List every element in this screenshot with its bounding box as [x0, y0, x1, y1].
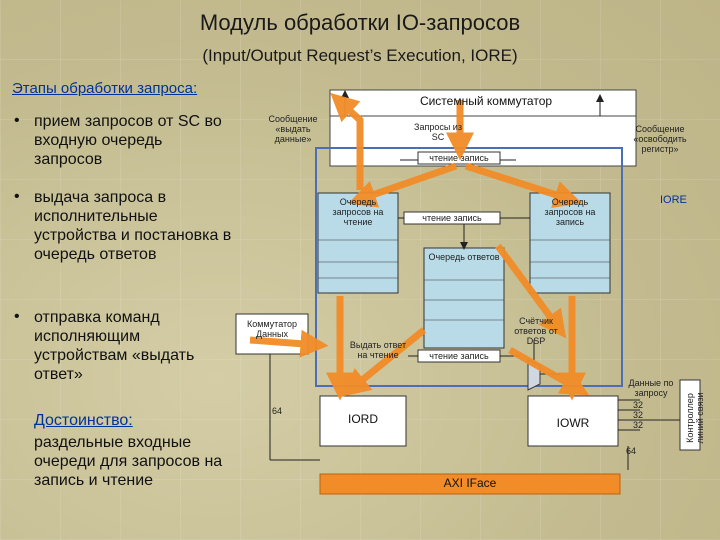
- read-queue-label: Очередь запросов на чтение: [332, 197, 384, 227]
- bullet-marker-1: •: [14, 112, 20, 129]
- answer-queue-box: [423, 247, 505, 349]
- read-queue-box: [317, 192, 399, 294]
- msg-free-register-label: Сообщение «освободить регистр»: [633, 124, 687, 154]
- iore-label: IORE: [660, 194, 687, 206]
- data-to-request-label: Данные по запросу: [628, 378, 674, 398]
- link-controller-box: [679, 379, 701, 451]
- arrow-answer-to-iord: [341, 327, 427, 397]
- arrow-answer-to-counter: [495, 243, 567, 339]
- bullet-marker-2: •: [14, 188, 20, 205]
- iowr-label: IOWR: [556, 416, 590, 430]
- arrow-to-write-queue: [464, 162, 582, 208]
- rw-top-label: чтение запись: [429, 153, 489, 163]
- arrow-to-read-queue: [348, 162, 458, 208]
- arrow-to-iowr-bottom: [508, 346, 590, 396]
- slide-subtitle: (Input/Output Request’s Execution, IORE): [202, 46, 518, 65]
- answer-queue-label: Очередь ответов: [428, 252, 500, 262]
- data-switch-label: Коммутатор Данных: [246, 319, 298, 339]
- bus-32-a: 32: [632, 400, 643, 410]
- bullet-text-1: прием запросов от SC во входную очередь …: [34, 113, 222, 168]
- bullet-marker-3: •: [14, 308, 20, 325]
- bullet-text-3: отправка команд исполняющим устройствам …: [34, 309, 195, 383]
- iowr-box: [527, 395, 619, 447]
- rw-mid-label: чтение запись: [422, 213, 482, 223]
- msg-give-data-label: Сообщение «выдать данные»: [268, 114, 318, 144]
- arrow-data-switch: [249, 329, 329, 358]
- rw-bot-label: чтение запись: [429, 351, 489, 361]
- system-switch-label: Системный коммутатор: [419, 94, 553, 108]
- advantage-text: раздельные входные очереди для запросов …: [34, 434, 223, 489]
- link-controller-label: Контроллер линий связи: [685, 392, 705, 444]
- advantage-heading: Достоинство:: [34, 412, 133, 429]
- bus-32-c: 32: [632, 420, 643, 430]
- arrow-give-data: [330, 92, 364, 190]
- bullet-text-2: выдача запроса в исполнительные устройст…: [34, 189, 232, 263]
- requests-from-sc-label: Запросы из SC: [414, 122, 462, 142]
- slide-title: Модуль обработки IO-запросов: [199, 10, 521, 35]
- iord-label: IORD: [348, 412, 378, 426]
- axi-bar: [319, 473, 621, 495]
- axi-label: AXI IFace: [443, 476, 497, 490]
- give-answer-label: Выдать ответ на чтение: [349, 340, 407, 360]
- bus-64-left: 64: [271, 406, 282, 416]
- bus-32-b: 32: [632, 410, 643, 420]
- dsp-counter-label: Счётчик ответов от DSP: [514, 316, 558, 346]
- switch-panel: [329, 115, 637, 167]
- stages-heading: Этапы обработки запроса:: [12, 80, 198, 97]
- write-queue-label: Очередь запросов на запись: [544, 197, 596, 227]
- bus-64-right: 64: [625, 446, 636, 456]
- iord-box: [319, 395, 407, 447]
